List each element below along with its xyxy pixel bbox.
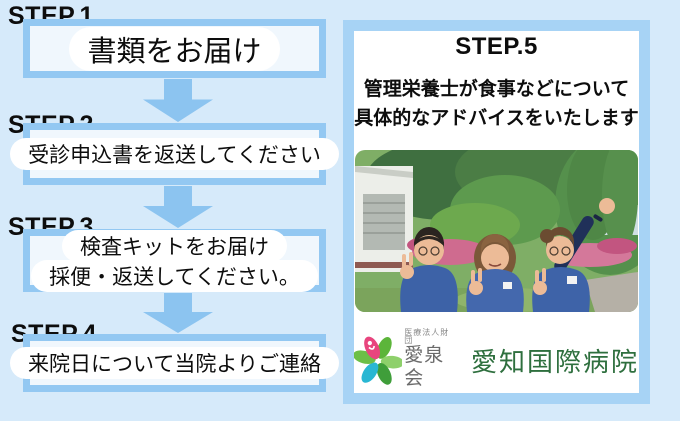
arrow-down-icon (143, 79, 213, 122)
step2-text: 受診申込書を返送してください (10, 138, 339, 170)
step1-text: 書類をお届け (69, 26, 280, 71)
staff-photo-illustration (355, 150, 638, 312)
step5-label: STEP.5 (455, 33, 538, 60)
step2-box: 受診申込書を返送してください (10, 123, 339, 185)
step3-text-line2: 採便・返送してください。 (31, 259, 318, 292)
step5-description: 管理栄養士が食事などについて 具体的なアドバイスをいたします (354, 75, 639, 133)
hospital-name: 愛知国際病院 (470, 347, 639, 378)
arrow-down-icon (143, 186, 213, 228)
foundation-label: 医療法人財団 (404, 328, 450, 346)
hospital-logo-row: 医療法人財団 愛泉会 愛知国際病院 (354, 327, 639, 393)
aisenkai-label: 愛泉会 (404, 345, 445, 389)
step4-text: 来院日について当院よりご連絡 (10, 347, 339, 379)
step5-panel: STEP.5 管理栄養士が食事などについて 具体的なアドバイスをいたします (343, 20, 650, 404)
step4-box: 来院日について当院よりご連絡 (10, 334, 339, 392)
step5-description-line1: 管理栄養士が食事などについて (363, 78, 630, 100)
step3-box: 検査キットをお届け 採便・返送してください。 (23, 229, 326, 292)
aisenkai-flower-logo-icon (354, 336, 403, 385)
step3-text-line1: 検査キットをお届け (62, 229, 287, 262)
step1-box: 書類をお届け (23, 19, 326, 78)
aisenkai-name-block: 医療法人財団 愛泉会 (404, 329, 458, 391)
staff-photo (355, 150, 638, 312)
arrow-down-icon (143, 293, 213, 333)
step5-description-line2: 具体的なアドバイスをいたします (354, 107, 639, 129)
